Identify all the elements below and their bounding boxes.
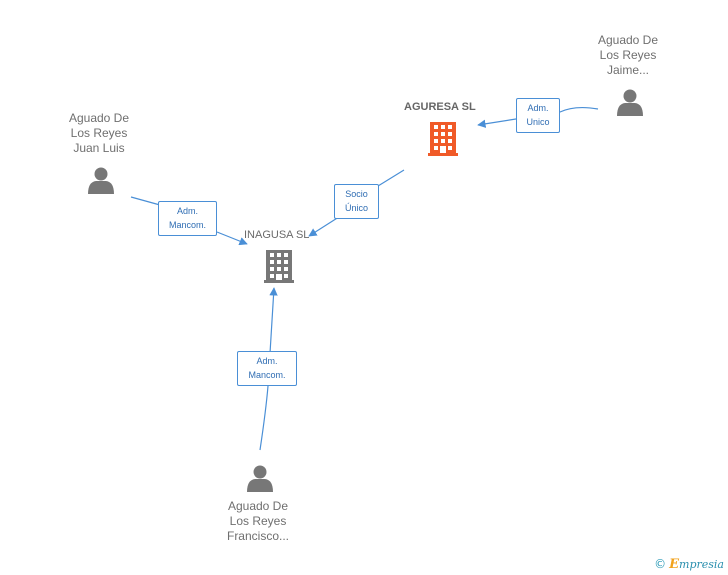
- person-name-line: Los Reyes: [229, 514, 287, 528]
- brand-watermark: ©Empresia: [654, 557, 724, 572]
- person-name-jaime[interactable]: Aguado De Los Reyes Jaime...: [583, 33, 673, 78]
- edge-label-adm-mancom-juan[interactable]: Adm. Mancom.: [158, 201, 217, 236]
- person-name-line: Francisco...: [226, 529, 289, 543]
- person-name-juan-luis[interactable]: Aguado De Los Reyes Juan Luis: [54, 111, 144, 156]
- company-name-inagusa[interactable]: INAGUSA SL: [244, 229, 310, 241]
- edge-label-line: Adm.: [256, 356, 278, 366]
- person-icon-juan-luis[interactable]: [88, 167, 114, 195]
- edge-label-adm-mancom-francisco[interactable]: Adm. Mancom.: [237, 351, 297, 386]
- edge-label-line: Unico: [526, 117, 550, 127]
- person-name-line: Jaime...: [606, 63, 649, 77]
- copyright-icon: ©: [654, 557, 667, 571]
- person-name-line: Los Reyes: [70, 126, 128, 140]
- person-name-line: Aguado De: [68, 111, 130, 125]
- edge-label-line: Mancom.: [168, 220, 206, 230]
- edge-juan-to-inagusa: [130, 196, 247, 244]
- person-name-line: Aguado De: [597, 33, 659, 47]
- building-icon-agresa[interactable]: [428, 122, 458, 156]
- person-name-line: Los Reyes: [599, 48, 657, 62]
- building-icon-inagusa[interactable]: [264, 250, 294, 283]
- edge-label-line: Mancom.: [248, 370, 286, 380]
- edge-jaime-to-agresa: [477, 106, 599, 128]
- edge-label-line: Único: [344, 203, 368, 213]
- edge-label-line: Adm.: [176, 206, 198, 216]
- brand-logo-letter: E: [669, 557, 680, 572]
- person-icon-francisco[interactable]: [247, 465, 273, 493]
- edge-label-line: Socio: [345, 189, 368, 199]
- edge-francisco-to-inagusa: [259, 287, 278, 451]
- edge-label-adm-unico[interactable]: Adm. Unico: [516, 98, 560, 133]
- edge-label-socio-unico[interactable]: Socio Único: [334, 184, 379, 219]
- person-icon-jaime[interactable]: [617, 89, 643, 117]
- person-name-francisco[interactable]: Aguado De Los Reyes Francisco...: [213, 499, 303, 544]
- brand-name: mpresia: [679, 558, 724, 571]
- person-name-line: Juan Luis: [73, 141, 125, 155]
- company-name-agresa[interactable]: AGURESA SL: [404, 101, 476, 113]
- person-name-line: Aguado De: [227, 499, 289, 513]
- edge-label-line: Adm.: [527, 103, 549, 113]
